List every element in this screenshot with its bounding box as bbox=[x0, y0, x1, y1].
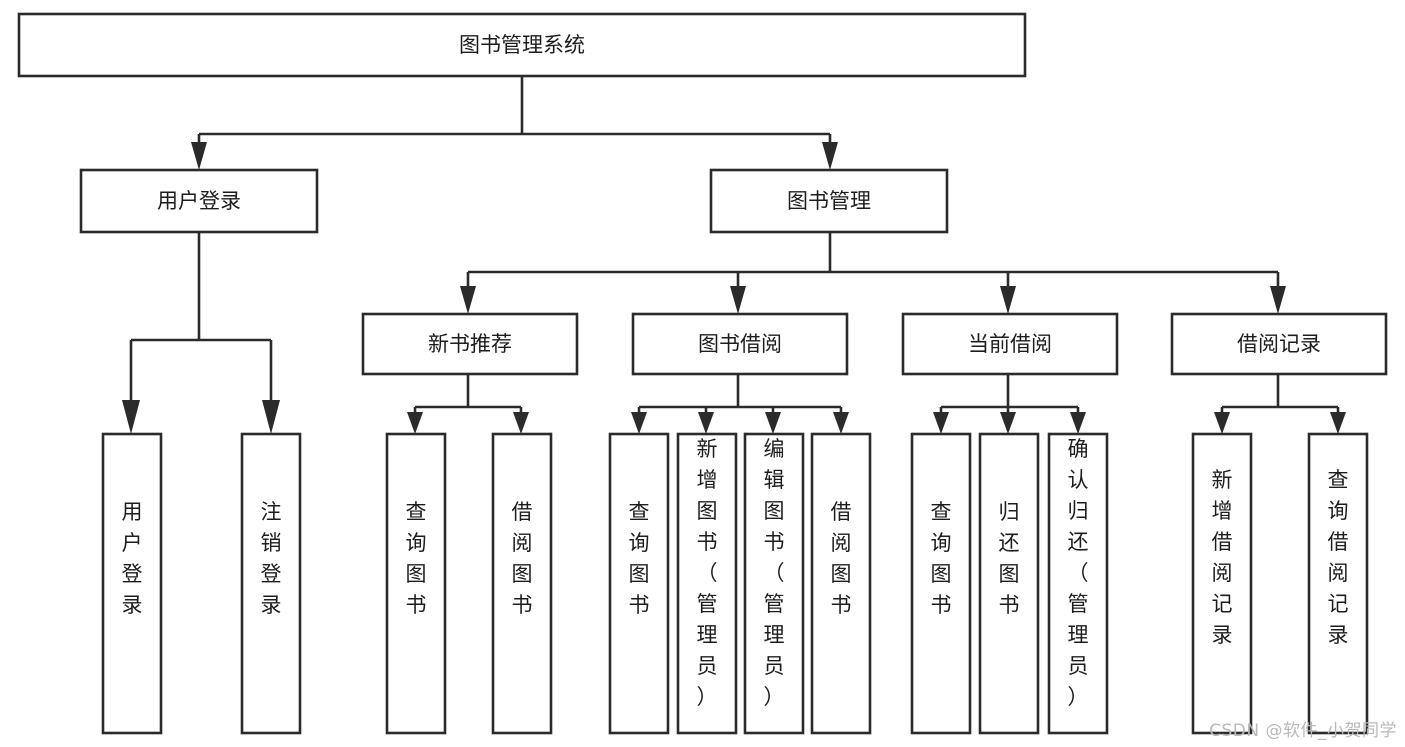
node-book-borrow-box[interactable] bbox=[631, 312, 849, 376]
node-book-manage-box[interactable] bbox=[709, 168, 949, 234]
node-book-manage-label: 图书管理 bbox=[787, 189, 871, 213]
arrow-head-user-login bbox=[191, 142, 207, 170]
node-leaf-user-logout-label: 注销登录 bbox=[261, 500, 282, 617]
arrow-head-leaf-query-book-2 bbox=[631, 412, 647, 434]
arrow-head-leaf-edit-book bbox=[765, 412, 781, 434]
arrow-head-new-book-recommend bbox=[460, 286, 476, 314]
arrow-head-borrow-record bbox=[1270, 286, 1286, 314]
node-root[interactable]: 图书管理系统 bbox=[17, 12, 1027, 78]
node-leaf-edit-book-label: 编辑图书（管理员） bbox=[764, 437, 785, 709]
node-leaf-query-book-2-label: 查询图书 bbox=[629, 500, 650, 617]
node-leaf-return-book-box[interactable] bbox=[978, 432, 1040, 735]
arrow-head-leaf-user-login bbox=[122, 400, 140, 434]
arrow-head-leaf-user-logout bbox=[262, 400, 280, 434]
connector-group-book-borrow bbox=[631, 374, 849, 434]
connector-group-new-book-recommend bbox=[407, 374, 529, 434]
node-new-book-recommend-label: 新书推荐 bbox=[428, 332, 512, 356]
node-borrow-record-box[interactable] bbox=[1170, 312, 1388, 376]
node-new-book-recommend[interactable]: 新书推荐 bbox=[361, 312, 579, 376]
arrow-head-leaf-borrow-book-1 bbox=[513, 412, 529, 434]
node-leaf-borrow-book-1-box[interactable] bbox=[491, 432, 553, 735]
node-leaf-query-book-2[interactable]: 查询图书 bbox=[608, 432, 670, 735]
node-current-borrow[interactable]: 当前借阅 bbox=[901, 312, 1119, 376]
node-leaf-add-record-box[interactable] bbox=[1191, 432, 1253, 735]
arrow-head-book-borrow bbox=[730, 286, 746, 314]
node-borrow-record-label: 借阅记录 bbox=[1237, 332, 1321, 356]
node-leaf-add-record[interactable]: 新增借阅记录 bbox=[1191, 432, 1253, 735]
node-user-login[interactable]: 用户登录 bbox=[79, 168, 319, 234]
node-leaf-add-book[interactable]: 新增图书（管理员） bbox=[676, 432, 738, 735]
csdn-watermark: CSDN @软件_小贺同学 bbox=[1209, 721, 1397, 741]
arrow-head-leaf-borrow-book-2 bbox=[833, 412, 849, 434]
node-current-borrow-label: 当前借阅 bbox=[968, 332, 1052, 356]
node-leaf-return-book[interactable]: 归还图书 bbox=[978, 432, 1040, 735]
connector-group-book-manage bbox=[460, 232, 1286, 314]
node-user-login-label: 用户登录 bbox=[157, 189, 241, 213]
node-leaf-query-record[interactable]: 查询借阅记录 bbox=[1307, 432, 1369, 735]
node-borrow-record[interactable]: 借阅记录 bbox=[1170, 312, 1388, 376]
connector-group-user-login bbox=[122, 232, 280, 434]
node-leaf-user-logout[interactable]: 注销登录 bbox=[240, 432, 302, 735]
arrow-head-leaf-query-record bbox=[1330, 412, 1346, 434]
node-root-box[interactable] bbox=[17, 12, 1027, 78]
node-leaf-borrow-book-2-label: 借阅图书 bbox=[831, 500, 852, 617]
node-leaf-return-book-label: 归还图书 bbox=[999, 500, 1020, 617]
connector-group-current-borrow bbox=[933, 374, 1086, 434]
node-root-label: 图书管理系统 bbox=[459, 33, 585, 57]
node-leaf-query-book-3-box[interactable] bbox=[910, 432, 972, 735]
arrow-head-leaf-add-record bbox=[1214, 412, 1230, 434]
node-leaf-user-login[interactable]: 用户登录 bbox=[101, 432, 163, 735]
node-leaf-user-login-box[interactable] bbox=[101, 432, 163, 735]
node-book-borrow-label: 图书借阅 bbox=[698, 332, 782, 356]
arrow-head-leaf-confirm-return bbox=[1070, 412, 1086, 434]
arrow-head-leaf-query-book-1 bbox=[407, 412, 423, 434]
arrow-head-leaf-return-book bbox=[1000, 412, 1016, 434]
node-user-login-box[interactable] bbox=[79, 168, 319, 234]
node-leaf-query-book-3[interactable]: 查询图书 bbox=[910, 432, 972, 735]
node-leaf-edit-book-box[interactable] bbox=[743, 432, 805, 735]
node-new-book-recommend-box[interactable] bbox=[361, 312, 579, 376]
node-leaf-borrow-book-1-label: 借阅图书 bbox=[512, 500, 533, 617]
node-leaf-user-login-label: 用户登录 bbox=[122, 500, 143, 617]
node-leaf-query-record-box[interactable] bbox=[1307, 432, 1369, 735]
node-leaf-confirm-return[interactable]: 确认归还（管理员） bbox=[1047, 432, 1109, 735]
node-leaf-query-book-1-label: 查询图书 bbox=[406, 500, 427, 617]
node-leaf-query-book-3-label: 查询图书 bbox=[931, 500, 952, 617]
arrow-head-leaf-add-book bbox=[698, 412, 714, 434]
node-leaf-borrow-book-1[interactable]: 借阅图书 bbox=[491, 432, 553, 735]
node-current-borrow-box[interactable] bbox=[901, 312, 1119, 376]
node-leaf-borrow-book-2[interactable]: 借阅图书 bbox=[810, 432, 872, 735]
node-leaf-query-book-2-box[interactable] bbox=[608, 432, 670, 735]
node-leaf-query-book-1-box[interactable] bbox=[385, 432, 447, 735]
node-leaf-user-logout-box[interactable] bbox=[240, 432, 302, 735]
node-leaf-confirm-return-label: 确认归还（管理员） bbox=[1068, 437, 1089, 709]
node-leaf-borrow-book-2-box[interactable] bbox=[810, 432, 872, 735]
node-book-manage[interactable]: 图书管理 bbox=[709, 168, 949, 234]
connector-group-borrow-record bbox=[1214, 374, 1346, 434]
arrow-head-current-borrow bbox=[1000, 286, 1016, 314]
node-leaf-confirm-return-box[interactable] bbox=[1047, 432, 1109, 735]
arrow-head-leaf-query-book-3 bbox=[933, 412, 949, 434]
node-book-borrow[interactable]: 图书借阅 bbox=[631, 312, 849, 376]
node-leaf-add-record-label: 新增借阅记录 bbox=[1212, 468, 1233, 647]
node-leaf-add-book-label: 新增图书（管理员） bbox=[697, 437, 718, 709]
node-leaf-edit-book[interactable]: 编辑图书（管理员） bbox=[743, 432, 805, 735]
connector-group-root bbox=[191, 76, 838, 170]
node-leaf-add-book-box[interactable] bbox=[676, 432, 738, 735]
node-leaf-query-record-label: 查询借阅记录 bbox=[1328, 468, 1349, 647]
arrow-head-book-manage bbox=[822, 142, 838, 170]
node-leaf-query-book-1[interactable]: 查询图书 bbox=[385, 432, 447, 735]
